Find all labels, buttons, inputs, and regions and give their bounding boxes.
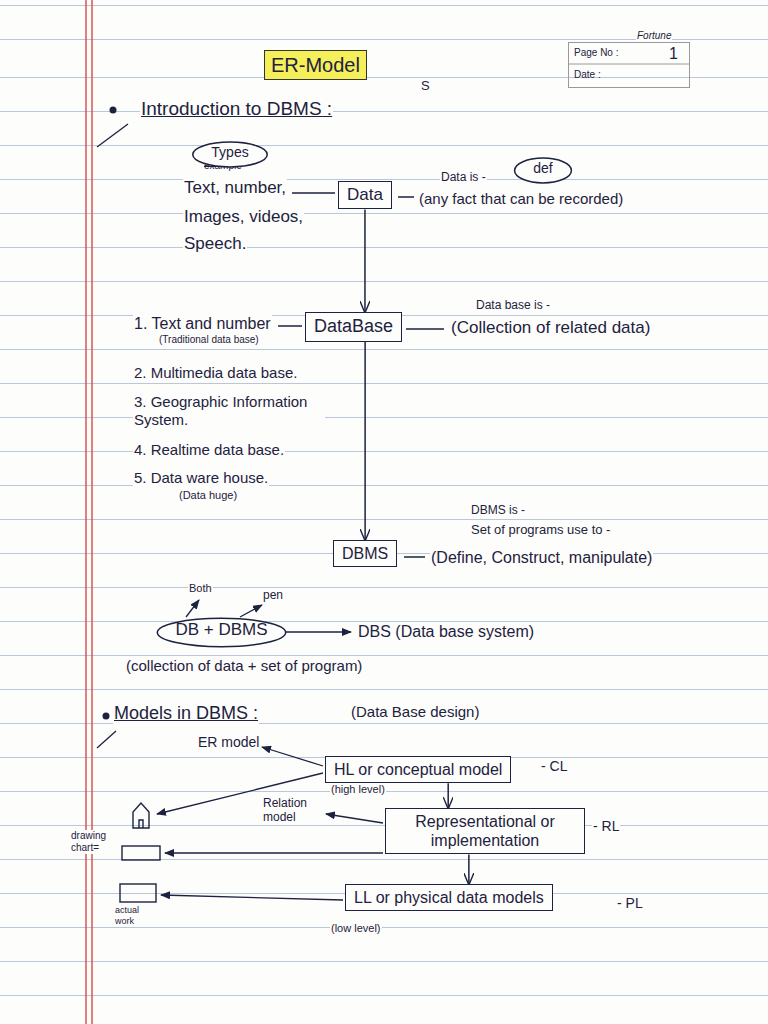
flow-arrow [364, 342, 366, 540]
callout-note: pen [262, 588, 284, 602]
model-name: ER model [197, 734, 260, 751]
circled-word: Types [192, 141, 268, 168]
example-note: actual work [114, 905, 160, 927]
node-text: DB + DBMS [172, 620, 271, 640]
level-note: (high level) [330, 783, 386, 796]
example-note: drawing chart= [70, 830, 120, 854]
node-text: DataBase [314, 316, 393, 338]
dash-line [292, 192, 335, 194]
dash-line [278, 325, 302, 327]
ellipse-shape [515, 158, 572, 183]
list-item: 5. Data ware house. [133, 469, 269, 487]
header-divider [569, 64, 690, 65]
leader-arrow [186, 600, 199, 617]
node-text: HL or conceptual model [334, 760, 502, 779]
flow-arrow [447, 783, 449, 808]
result-text: DBS (Data base system) [357, 622, 535, 641]
list-note: (Traditional data base) [158, 334, 260, 346]
level-tag: - CL [540, 758, 568, 775]
list-item: 2. Multimedia data base. [133, 364, 298, 382]
page-title: ER-Model [264, 50, 367, 80]
definition-tag: DBMS is - [470, 503, 526, 517]
dash-line [398, 196, 414, 198]
explanation-text: (collection of data + set of program) [125, 657, 363, 675]
leader-arrow [161, 895, 343, 900]
house-icon [133, 803, 149, 828]
section-heading: Models in DBMS : [113, 703, 259, 725]
model-name: Relation model [262, 796, 322, 825]
level-note: (low level) [330, 922, 382, 935]
section-heading: Introduction to DBMS : [140, 98, 333, 121]
level-tag: - RL [592, 818, 620, 835]
flow-arrow [468, 854, 470, 884]
type-list: Images, videos, [183, 207, 304, 227]
ellipse-shape [157, 618, 285, 647]
brand-mark: Fortune [636, 30, 672, 42]
ellipse-shape [193, 142, 267, 167]
definition-tag: Data is - [440, 170, 487, 184]
pen-stroke [97, 124, 128, 147]
definition-tag: Set of programs use to - [470, 522, 611, 538]
leader-arrow [165, 852, 383, 853]
leader-arrow [286, 631, 351, 633]
node-text: def [530, 160, 556, 177]
flow-arrow [364, 209, 366, 312]
leader-arrow [240, 605, 262, 617]
list-item: 1. Text and number [133, 314, 272, 333]
node-text: Date : [574, 69, 601, 81]
type-list: Speech. [183, 234, 247, 254]
section-note: (Data Base design) [350, 703, 480, 721]
list-item: 4. Realtime data base. [133, 441, 285, 459]
work-box [120, 884, 156, 902]
model-box: Representational or implementation [385, 808, 585, 854]
drawing-box [122, 846, 160, 860]
leader-arrow [326, 814, 383, 823]
leader-arrow [262, 747, 323, 766]
node-text: 1 [669, 44, 678, 63]
definition-tag: Data base is - [475, 298, 551, 312]
concept-box: Data [338, 181, 392, 209]
dash-line [406, 328, 444, 330]
concept-box: DataBase [305, 312, 402, 342]
level-tag: - PL [616, 895, 644, 912]
stray-letter: S [420, 78, 431, 94]
callout-note: Both [188, 582, 213, 595]
model-box: LL or physical data models [345, 884, 553, 911]
type-list: Text, number, [183, 178, 287, 198]
bullet-dot [103, 713, 110, 720]
circled-word: def [514, 157, 572, 184]
definition-text: (Collection of related data) [450, 318, 651, 338]
node-text: Data [347, 185, 383, 205]
node-text: LL or physical data models [354, 888, 544, 907]
margin-line [91, 0, 93, 1024]
node-text: DBMS [342, 544, 388, 563]
margin-line [85, 0, 87, 1024]
list-item: 3. Geographic Information System. [133, 393, 325, 429]
dash-line [404, 556, 425, 558]
model-box: HL or conceptual model [325, 756, 511, 783]
node-text: Types [208, 144, 252, 161]
concept-box: DBMS [333, 540, 397, 567]
pen-stroke [97, 731, 116, 748]
definition-text: (any fact that can be recorded) [418, 190, 624, 208]
node-text: Page No : [574, 47, 618, 59]
system-oval: DB + DBMS [156, 617, 287, 648]
list-note: (Data huge) [178, 489, 238, 502]
definition-text: (Define, Construct, manipulate) [430, 548, 653, 567]
bullet-dot [110, 107, 117, 114]
node-text: Representational or implementation [394, 812, 576, 850]
page-number-box: Page No : 1Date : [568, 42, 690, 88]
